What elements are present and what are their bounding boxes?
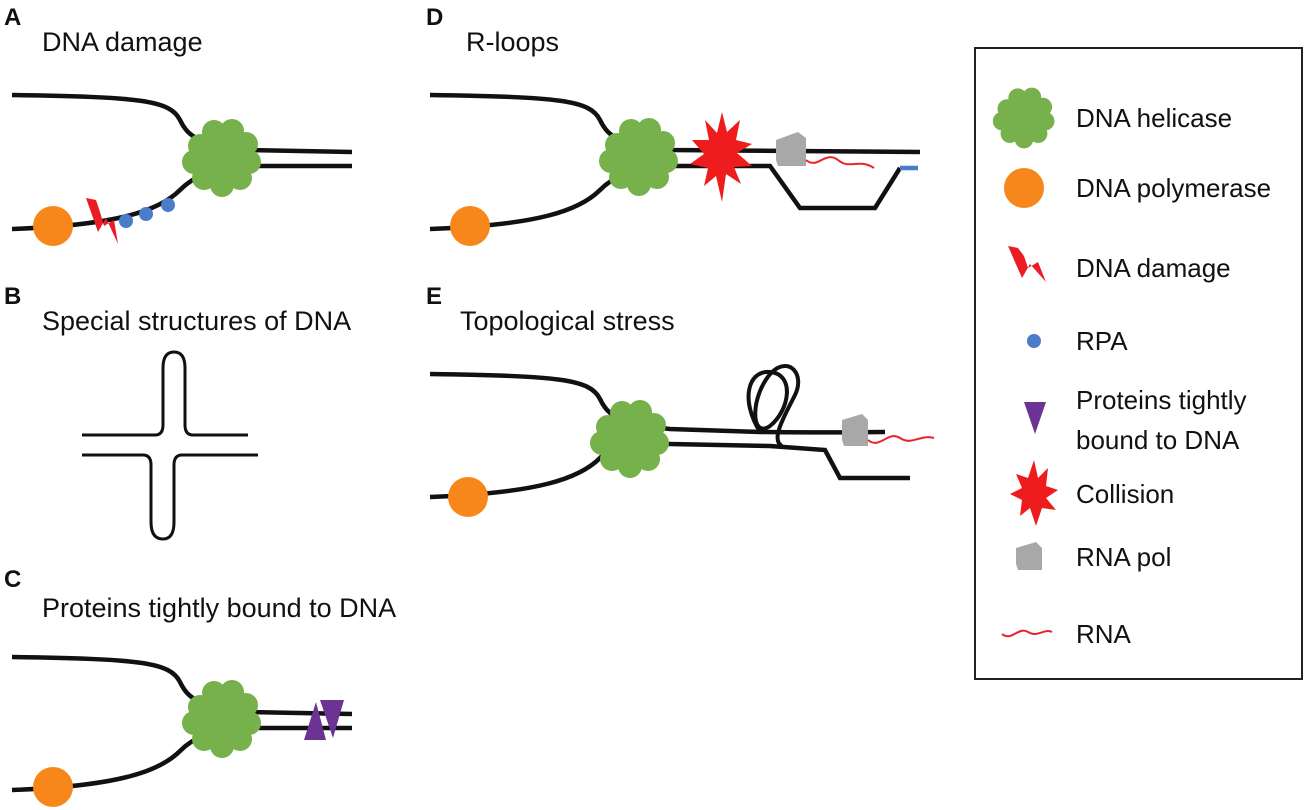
dna-strand: [429, 92, 921, 155]
legend-label-polymerase: DNA polymerase: [1076, 173, 1272, 203]
panel-b-diagram: [82, 350, 258, 541]
dna-strand: [429, 439, 910, 500]
rna-strand: [867, 435, 935, 444]
legend-protein-icon: [1024, 402, 1046, 434]
rna-pol-icon: [842, 414, 868, 446]
dna-damage-icon: [86, 198, 118, 244]
dna-polymerase-icon: [33, 767, 73, 807]
dna-helicase-icon: [182, 119, 261, 197]
legend-label-rna-pol: RNA pol: [1076, 542, 1172, 572]
legend-rpa-icon: [1027, 334, 1041, 348]
rna-pol-icon: [776, 132, 806, 166]
dna-polymerase-icon: [450, 206, 490, 246]
rpa-icon: [139, 207, 153, 221]
dna-helicase-icon: [599, 118, 678, 196]
panel-title-a: DNA damage: [42, 27, 203, 57]
panel-a-diagram: [11, 92, 353, 246]
legend-label-proteins-line1: Proteins tightly: [1076, 385, 1247, 415]
legend-box: [974, 47, 1303, 680]
bound-protein-icon: [320, 700, 344, 738]
cruciform-dna-bottom: [82, 453, 258, 541]
legend-label-proteins-line2: bound to DNA: [1076, 425, 1240, 455]
dna-strand: [11, 92, 353, 155]
legend-label-helicase: DNA helicase: [1076, 103, 1233, 133]
panel-c-diagram: [11, 654, 353, 807]
supercoil-loop: [746, 364, 801, 448]
panel-letter-a: A: [4, 4, 22, 31]
dna-helicase-icon: [590, 400, 669, 478]
panel-title-c: Proteins tightly bound to DNA: [42, 593, 397, 623]
legend-polymerase-icon: [1004, 168, 1044, 208]
panel-title-e: Topological stress: [460, 306, 675, 336]
bound-protein-icon: [304, 702, 326, 740]
panel-letter-d: D: [426, 4, 444, 31]
dna-strand: [11, 654, 353, 717]
rpa-icon: [119, 214, 133, 228]
dna-helicase-icon: [182, 680, 261, 758]
legend-label-rpa: RPA: [1076, 326, 1128, 356]
panel-title-d: R-loops: [466, 27, 560, 57]
legend-label-collision: Collision: [1076, 479, 1175, 509]
legend-rna-icon: [1001, 629, 1053, 638]
collision-icon: [690, 112, 752, 202]
dna-polymerase-icon: [33, 206, 73, 246]
rpa-icon: [161, 198, 175, 212]
panel-title-b: Special structures of DNA: [42, 306, 352, 336]
panel-letter-c: C: [4, 566, 22, 593]
panel-e-diagram: [429, 364, 935, 517]
panel-letter-b: B: [4, 283, 22, 310]
legend-rna-pol-icon: [1016, 542, 1042, 570]
dna-polymerase-icon: [448, 477, 488, 517]
legend-label-damage: DNA damage: [1076, 253, 1231, 283]
cruciform-dna-top: [82, 350, 248, 437]
legend-label-rna: RNA: [1076, 619, 1131, 649]
panel-d-diagram: [429, 92, 921, 246]
panel-letter-e: E: [426, 283, 443, 310]
rna-strand: [805, 156, 875, 169]
legend-damage-icon: [1008, 246, 1046, 282]
legend-collision-icon: [1010, 460, 1058, 526]
